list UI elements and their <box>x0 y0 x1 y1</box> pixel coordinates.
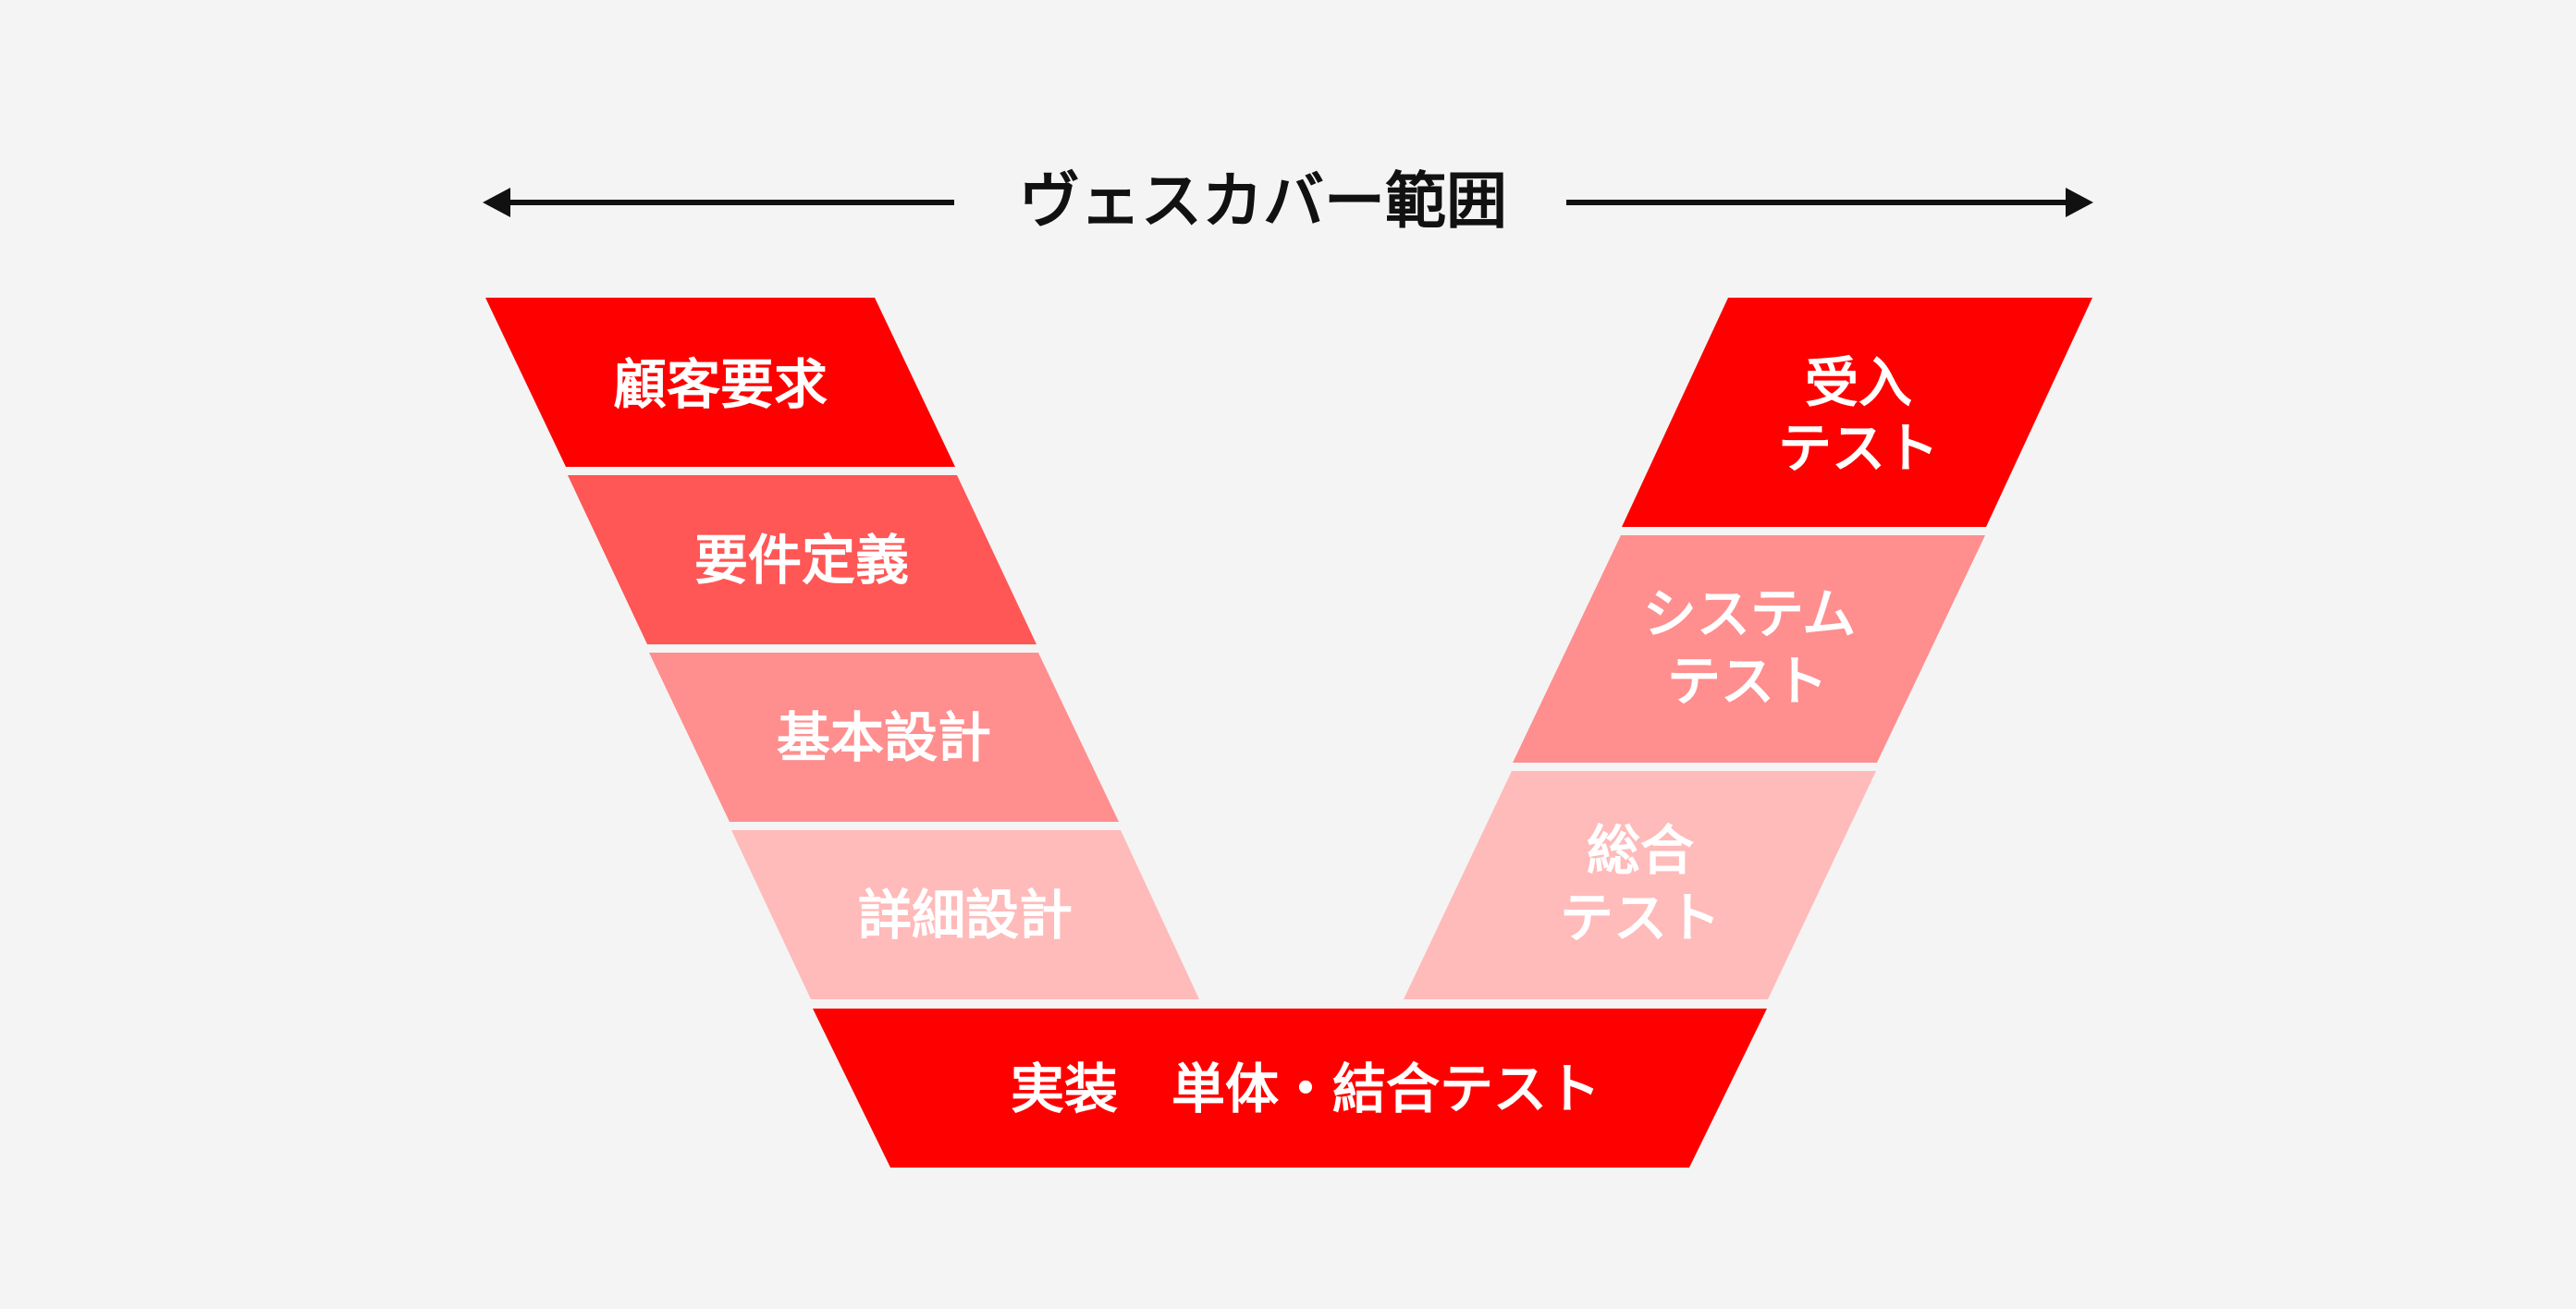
stage-label: 顧客要求 <box>613 353 828 416</box>
stage-label-line1: 総合 <box>1587 819 1694 882</box>
scope-title: ヴェスカバー範囲 <box>1019 165 1507 237</box>
right-arm: 受入 テスト システム テスト 総合 テスト <box>1404 298 2092 999</box>
bottom-stage: 実装 単体・結合テスト <box>813 1009 1767 1168</box>
stage-detailed-design: 詳細設計 <box>731 830 1199 999</box>
stage-label: 基本設計 <box>777 706 991 769</box>
stage-label-line2: テスト <box>1560 887 1721 949</box>
stage-acceptance-test: 受入 テスト <box>1622 298 2092 527</box>
stage-integrated-test: 総合 テスト <box>1404 771 1876 999</box>
stage-implementation: 実装 単体・結合テスト <box>813 1009 1767 1168</box>
stage-label: 詳細設計 <box>858 884 1073 947</box>
scope-arrowhead-left-icon <box>483 188 510 217</box>
stage-label-line1: 受入 <box>1805 351 1912 414</box>
stage-label-line2: テスト <box>1667 650 1828 713</box>
stage-label-line2: テスト <box>1778 417 1939 480</box>
left-arm: 顧客要求 要件定義 基本設計 詳細設計 <box>485 298 1199 999</box>
stage-requirements-definition: 要件定義 <box>568 475 1037 644</box>
scope-arrowhead-right-icon <box>2066 188 2093 217</box>
stage-customer-requirements: 顧客要求 <box>485 298 955 467</box>
coverage-scope: ヴェスカバー範囲 <box>483 165 2093 237</box>
stage-label: 要件定義 <box>694 529 909 592</box>
stage-label: 実装 単体・結合テスト <box>1011 1058 1601 1120</box>
stage-label-line1: システム <box>1643 582 1856 645</box>
stage-system-test: システム テスト <box>1513 535 1985 763</box>
stage-basic-design: 基本設計 <box>649 653 1119 822</box>
